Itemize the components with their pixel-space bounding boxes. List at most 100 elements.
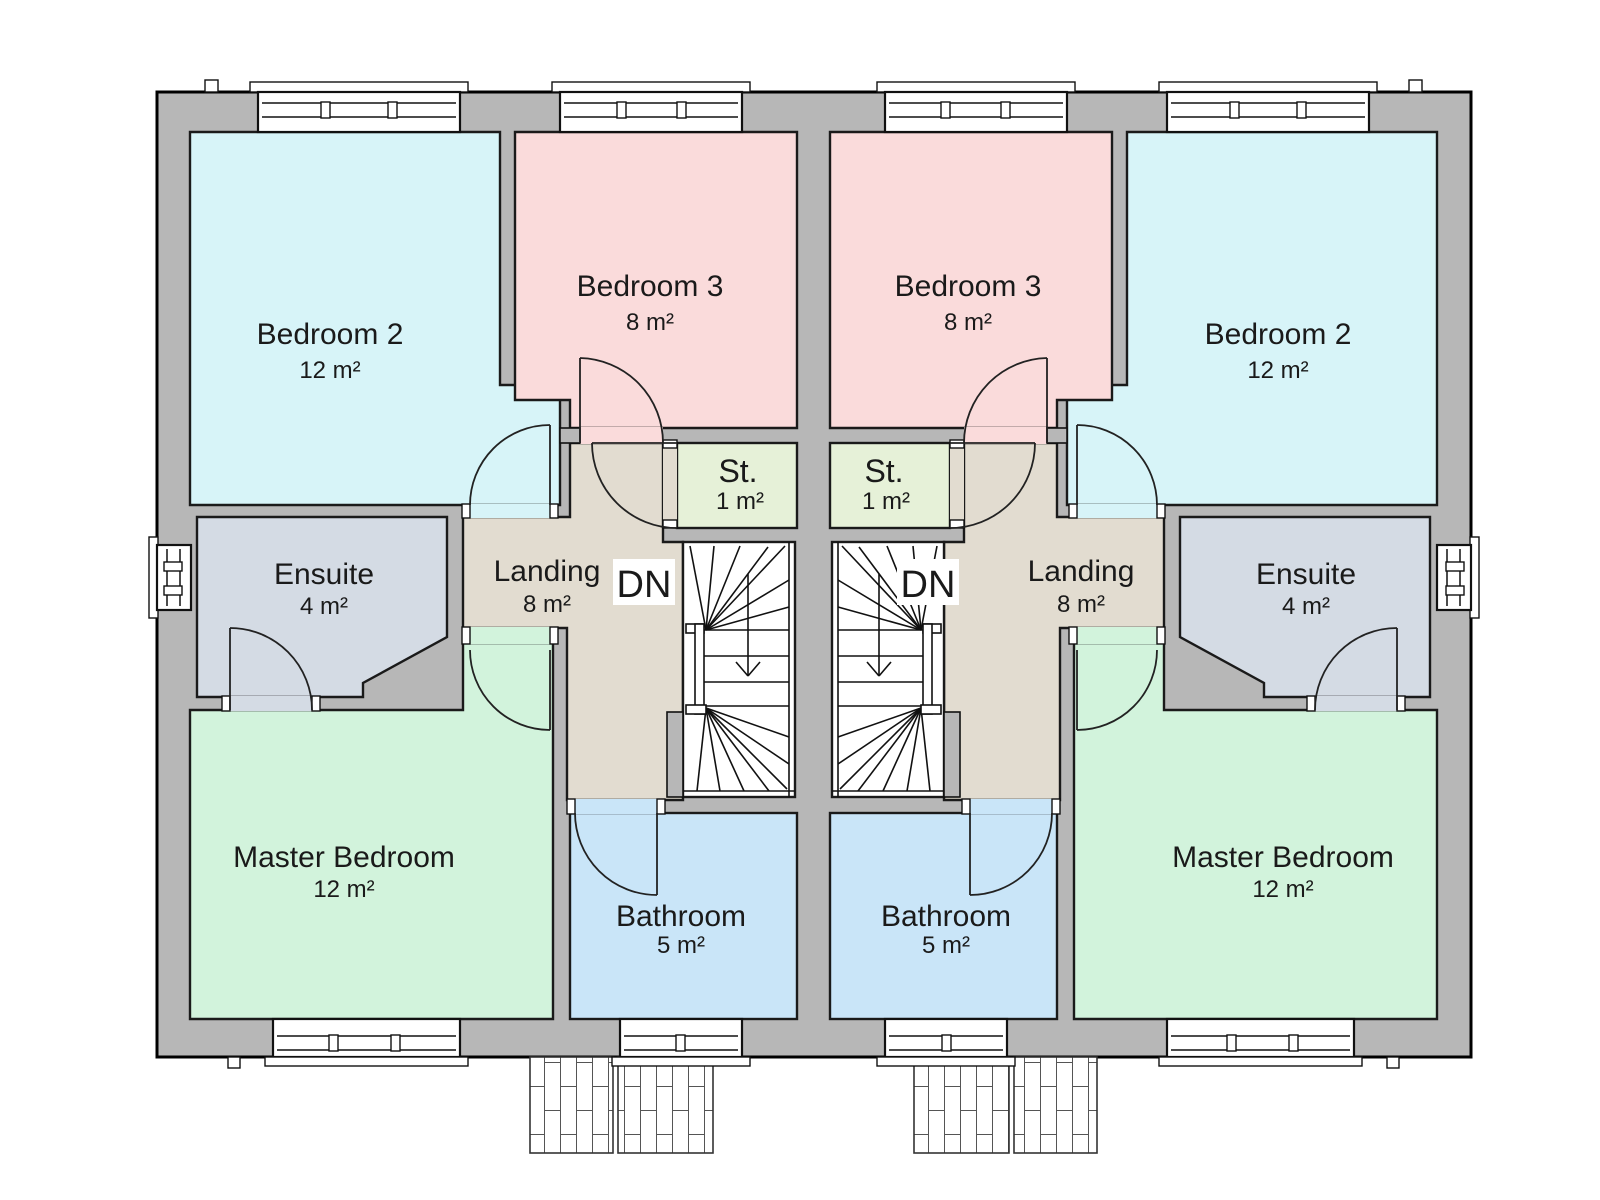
area-storage-left: 1 m²: [716, 488, 764, 515]
jamb: [1068, 503, 1078, 519]
stair-down-arrow-left: [735, 574, 761, 677]
unit-left-doors: [229, 357, 678, 896]
label-bedroom2-left: Bedroom 2: [257, 318, 404, 351]
door-bedroom2-left: [469, 424, 551, 506]
opening-bedroom3-right: [964, 427, 1047, 444]
window-bedroom3-right-top: [876, 81, 1076, 134]
exterior-marker-top-left: [204, 79, 219, 93]
window-bathroom-right-bottom: [876, 1017, 1016, 1067]
dn-label-left: DN: [617, 564, 672, 606]
opening-ensuite-left: [230, 696, 312, 711]
stair-winders-lower-right: [837, 707, 931, 792]
label-landing-left: Landing: [494, 555, 601, 588]
door-storage-left: [591, 442, 678, 529]
stair-winders-lower-left: [696, 707, 790, 792]
room-ensuite-right: [1178, 515, 1432, 699]
room-bathroom-right: [828, 811, 1059, 1021]
area-landing-right: 8 m²: [1057, 591, 1105, 618]
door-storage-right: [949, 442, 1036, 529]
jamb: [1306, 695, 1316, 712]
unit-left-floors: [188, 130, 799, 1021]
label-ensuite-right: Ensuite: [1256, 558, 1356, 591]
unit-right-openings: [943, 427, 1406, 815]
label-master-right: Master Bedroom: [1172, 841, 1394, 874]
jamb: [1156, 626, 1166, 645]
room-ensuite-left: [195, 515, 449, 699]
area-bedroom2-right: 12 m²: [1247, 357, 1308, 384]
exterior-marker-bottom-right: [1386, 1056, 1400, 1069]
jamb: [656, 798, 666, 815]
area-bedroom2-left: 12 m²: [299, 357, 360, 384]
window-master-left-bottom: [264, 1017, 469, 1067]
opening-ensuite-right: [1315, 696, 1397, 711]
stair-newel: [685, 704, 707, 715]
opening-storage-right: [950, 443, 964, 528]
jamb: [461, 503, 471, 519]
area-master-left: 12 m²: [313, 876, 374, 903]
jamb: [221, 695, 231, 712]
wall-stub-stair-left: [666, 711, 684, 798]
label-bedroom3-right: Bedroom 3: [895, 270, 1042, 303]
label-master-left: Master Bedroom: [233, 841, 455, 874]
room-bedroom3-right: [828, 130, 1114, 430]
area-storage-right: 1 m²: [862, 488, 910, 515]
wall-stub: [1046, 427, 1068, 444]
label-bedroom2-right: Bedroom 2: [1205, 318, 1352, 351]
label-bathroom-left: Bathroom: [616, 900, 746, 933]
jamb: [566, 798, 576, 815]
door-ensuite-left: [229, 627, 313, 711]
window-master-right-bottom: [1158, 1017, 1363, 1067]
door-bathroom-right: [969, 812, 1053, 896]
jamb: [1156, 503, 1166, 519]
door-master-left: [469, 649, 551, 731]
dn-label-bg-right: [897, 559, 959, 605]
window-ensuite-right-side: [1435, 536, 1480, 619]
room-storage-left: [675, 441, 799, 530]
label-bedroom3-left: Bedroom 3: [577, 270, 724, 303]
wall-stub-stair-right: [943, 711, 961, 798]
area-bedroom3-right: 8 m²: [944, 309, 992, 336]
opening-master-right: [1077, 627, 1157, 644]
jamb: [662, 439, 678, 449]
opening-bedroom2-right: [1077, 504, 1157, 518]
opening-bathroom-right: [970, 799, 1052, 814]
jamb: [1068, 626, 1078, 645]
label-storage-right: St.: [864, 453, 903, 489]
stair-newel: [920, 704, 942, 715]
opening-storage-left: [663, 443, 677, 528]
door-bathroom-left: [574, 812, 658, 896]
jamb: [1051, 798, 1061, 815]
stair-newel: [694, 623, 705, 715]
opening-master-left: [470, 627, 550, 644]
jamb: [1396, 695, 1406, 712]
unit-right-floors: [828, 130, 1439, 1021]
area-landing-left: 8 m²: [523, 591, 571, 618]
label-bathroom-right: Bathroom: [881, 900, 1011, 933]
jamb: [949, 439, 965, 449]
area-bedroom3-left: 8 m²: [626, 309, 674, 336]
door-bedroom2-right: [1076, 424, 1158, 506]
stair-newel: [922, 623, 933, 715]
porch-roof-panel: [913, 1056, 1010, 1154]
area-bathroom-left: 5 m²: [657, 932, 705, 959]
jamb: [311, 695, 321, 712]
label-storage-left: St.: [718, 453, 757, 489]
porch-roof-panel: [617, 1056, 714, 1154]
area-ensuite-left: 4 m²: [300, 593, 348, 620]
door-ensuite-right: [1314, 627, 1398, 711]
opening-bathroom-left: [575, 799, 657, 814]
unit-right-labels: Bedroom 2 12 m² Bedroom 3 8 m² St. 1 m² …: [862, 270, 1394, 959]
dn-label-right: DN: [901, 564, 956, 606]
stair-treads-right: [838, 629, 939, 707]
area-ensuite-right: 4 m²: [1282, 593, 1330, 620]
window-bathroom-left-bottom: [611, 1017, 751, 1067]
unit-right-doors: [949, 357, 1398, 896]
dn-label-bg-left: [613, 559, 675, 605]
jamb: [961, 798, 971, 815]
label-ensuite-left: Ensuite: [274, 558, 374, 591]
area-bathroom-right: 5 m²: [922, 932, 970, 959]
exterior-marker-top-right: [1408, 79, 1423, 93]
porch-roof-panel: [529, 1056, 614, 1154]
